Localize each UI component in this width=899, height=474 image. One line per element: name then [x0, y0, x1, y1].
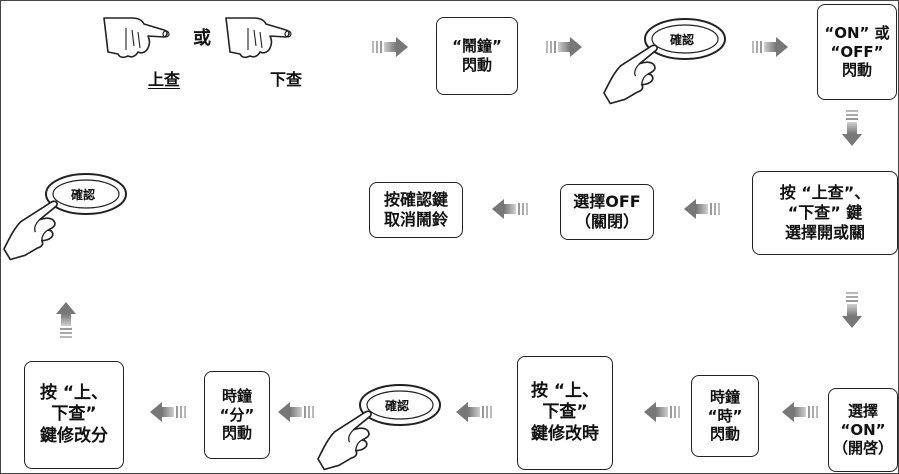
step-modify-hour: 按 “上、 下查” 鍵修改時 — [517, 356, 613, 470]
arrow-left-icon — [782, 402, 818, 422]
confirm-button-icon — [317, 384, 441, 471]
confirm-label: 確認 — [670, 33, 695, 47]
box-line: “時” — [707, 406, 743, 425]
box-line: 閃動 — [709, 425, 740, 444]
box-line: 鍵修改分 — [40, 425, 108, 446]
step-hour-flash: 時鐘 “時” 閃動 — [691, 375, 759, 457]
confirm-label: 確認 — [71, 188, 96, 202]
box-line: 按 “上、 — [39, 383, 109, 404]
step-cancel-alarm: 按確認鍵 取消鬧鈴 — [369, 182, 463, 238]
box-line: 按 “上、 — [530, 381, 600, 402]
arrow-left-icon — [150, 402, 186, 422]
box-line: 選擇開或關 — [784, 223, 865, 242]
box-line: （開啓） — [832, 439, 893, 458]
hand-down-icon — [225, 17, 292, 59]
confirm-button-icon — [3, 173, 127, 261]
box-line: 時鐘 — [709, 387, 740, 406]
box-line: “OFF” — [830, 42, 884, 61]
step-on-off-flash: “ON” 或 “OFF” 閃動 — [817, 4, 897, 100]
box-line: 選擇 — [847, 401, 878, 420]
box-line: “鬧鐘” — [452, 37, 502, 56]
arrow-right-icon — [546, 37, 582, 57]
box-line: （關閉） — [574, 212, 639, 231]
box-line: “ON” — [840, 420, 886, 439]
step-select-off: 選擇OFF （關閉） — [560, 184, 654, 240]
box-line: 閃動 — [461, 56, 492, 74]
arrow-down-icon — [842, 110, 862, 146]
arrow-left-icon — [456, 402, 492, 422]
box-line: 下查” — [51, 404, 97, 425]
step-select-on-off: 按 “上查”、 “下查” 鍵 選擇開或關 — [752, 171, 898, 255]
arrow-up-icon — [56, 302, 76, 338]
box-line: 鍵修改時 — [531, 423, 599, 444]
confirm-button-icon — [603, 18, 726, 105]
box-line: 下查” — [542, 402, 588, 423]
step-modify-minute: 按 “上、 下查” 鍵修改分 — [24, 361, 124, 469]
box-line: “下查” 鍵 — [787, 203, 863, 222]
step-minute-flash: 時鐘 “分” 閃動 — [204, 371, 270, 459]
step-select-on: 選擇 “ON” （開啓） — [828, 388, 898, 472]
box-line: 按 “上查”、 — [779, 183, 871, 202]
box-line: 閃動 — [221, 424, 252, 443]
arrow-down-icon — [842, 292, 862, 328]
arrow-left-icon — [684, 199, 720, 219]
hand-up-icon — [103, 17, 170, 59]
box-line: “分” — [219, 405, 255, 424]
down-label: 下查 — [270, 70, 303, 89]
or-label: 或 — [193, 28, 211, 49]
box-line: 取消鬧鈴 — [383, 210, 448, 229]
arrow-left-icon — [278, 402, 314, 422]
up-label: 上查 — [148, 70, 181, 89]
arrow-left-icon — [644, 402, 680, 422]
arrow-left-icon — [492, 199, 528, 219]
box-line: “ON” 或 — [824, 23, 890, 42]
arrow-right-icon — [372, 37, 408, 57]
box-line: 時鐘 — [221, 386, 252, 405]
arrow-right-icon — [752, 37, 788, 57]
box-line: 閃動 — [841, 61, 872, 80]
confirm-label: 確認 — [385, 399, 410, 413]
box-line: 按確認鍵 — [383, 190, 448, 209]
box-line: 選擇OFF — [573, 192, 641, 211]
step-alarm-flash: “鬧鐘” 閃動 — [436, 17, 518, 95]
